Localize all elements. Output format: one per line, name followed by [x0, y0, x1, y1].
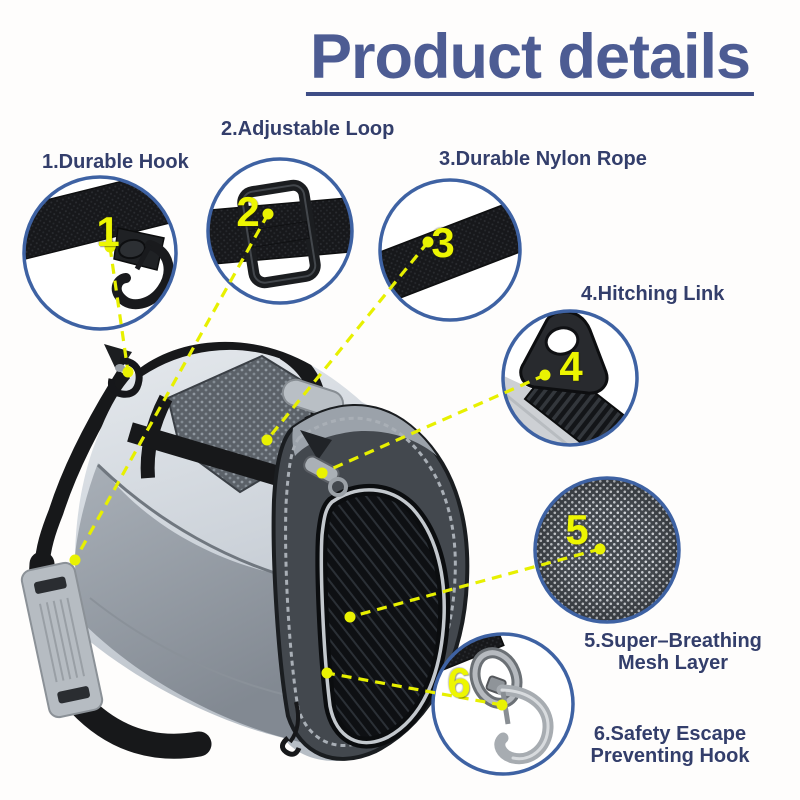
callout-circle-hitching-link [501, 309, 639, 447]
callout-label-safety-hook: 6.Safety Escape Preventing Hook [590, 723, 750, 767]
pet-carrier-bag [20, 341, 470, 762]
shoulder-pad [20, 561, 104, 719]
callout-number-4: 4 [559, 343, 583, 390]
callout-number-2: 2 [236, 188, 260, 235]
callout-circle-adjustable-loop [206, 157, 354, 305]
callout-label-durable-hook: 1.Durable Hook [42, 151, 189, 173]
callout-label-adjustable-loop: 2.Adjustable Loop [221, 118, 395, 140]
callout-number-3: 3 [431, 219, 455, 266]
callout-label-hitching-link: 4.Hitching Link [581, 283, 725, 305]
shoulder-strap [34, 369, 131, 567]
nylon-strap-icon [380, 195, 520, 309]
callout-number-5: 5 [565, 506, 589, 553]
callout-label-mesh-layer: 5.Super–Breathing Mesh Layer [584, 630, 762, 674]
callout-number-1: 1 [96, 208, 120, 255]
slider-buckle-icon [237, 179, 321, 289]
bag-front-pocket [75, 463, 300, 742]
callout-circle-nylon-rope [378, 178, 522, 322]
callout-circle-mesh-layer [533, 476, 681, 624]
leader-lines [73, 213, 601, 707]
callout-label-nylon-rope: 3.Durable Nylon Rope [439, 148, 647, 170]
zipper-pull [280, 701, 302, 757]
callout-number-6: 6 [447, 659, 471, 706]
callout-circle-durable-hook [22, 175, 178, 331]
front-mesh-door [271, 404, 470, 761]
page-title: Product details [305, 26, 755, 96]
leader-dots [69, 208, 606, 711]
